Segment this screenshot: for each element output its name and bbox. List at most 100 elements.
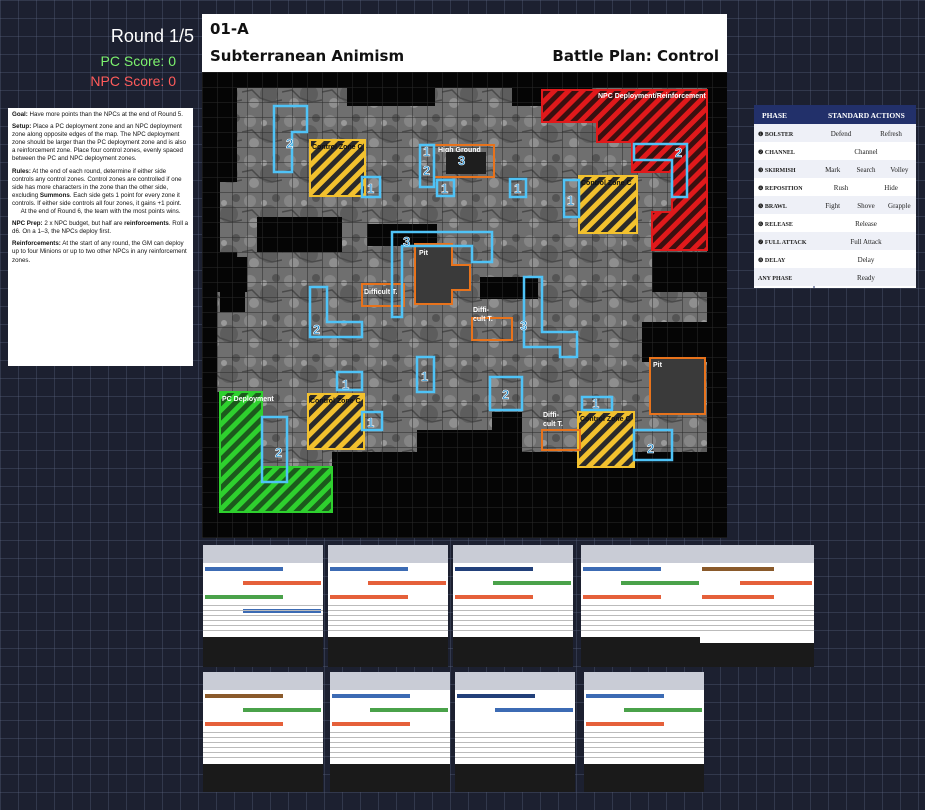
sheet-line bbox=[581, 625, 701, 626]
character-sheet-thumbnail[interactable] bbox=[330, 672, 450, 792]
height-label: 2 bbox=[502, 387, 509, 402]
control-zone-ne[interactable]: Control Zone C bbox=[578, 175, 638, 234]
standard-action: Volley bbox=[890, 166, 909, 174]
character-sheet-thumbnail[interactable] bbox=[203, 672, 323, 792]
npc-prep-label: NPC Prep: bbox=[12, 220, 43, 228]
sheet-line bbox=[584, 742, 704, 743]
rules-text-3: At the end of Round 6, the team with the… bbox=[20, 208, 181, 216]
sheet-section-band bbox=[495, 708, 573, 712]
sheet-line bbox=[455, 732, 575, 733]
standard-action: Rush bbox=[834, 184, 849, 192]
goal-label: Goal: bbox=[12, 111, 28, 118]
character-sheet-page bbox=[203, 672, 323, 764]
action-row bbox=[754, 196, 916, 214]
phase-name: ❷ CHANNEL bbox=[758, 149, 795, 156]
round-indicator: Round 1/5 bbox=[110, 26, 194, 46]
control-zone-label: Control Zone C bbox=[581, 180, 632, 187]
sheet-section-band bbox=[332, 694, 410, 698]
height-label: 1 bbox=[423, 144, 430, 159]
pit-label: Pit bbox=[653, 362, 663, 369]
sheet-section-band bbox=[330, 567, 408, 571]
control-zone-label: Control Zone C bbox=[312, 144, 363, 151]
pit-center[interactable]: Pit bbox=[414, 243, 471, 305]
sheet-section-band bbox=[368, 581, 446, 585]
character-sheet-thumbnail[interactable] bbox=[455, 672, 575, 792]
character-sheet-thumbnail[interactable] bbox=[453, 545, 573, 667]
height-label: 2 bbox=[647, 441, 654, 456]
control-zone-se[interactable]: Control Zone C bbox=[577, 411, 635, 468]
sheet-line bbox=[330, 732, 450, 733]
sheet-line bbox=[581, 610, 701, 611]
sheet-line bbox=[700, 620, 814, 621]
sheet-line bbox=[203, 625, 323, 626]
difficult-terrain-1[interactable]: Difficult T. bbox=[361, 283, 405, 307]
sheet-line bbox=[203, 630, 323, 631]
height-label: 3 bbox=[458, 153, 465, 168]
phase-name: ❶ BOLSTER bbox=[758, 131, 794, 138]
height-label: 1 bbox=[441, 181, 448, 196]
npc-prep-text: 2 x NPC budget, but half are bbox=[42, 220, 125, 228]
sheet-line bbox=[328, 620, 448, 621]
height-label: 1 bbox=[342, 377, 349, 392]
sheet-line bbox=[700, 605, 814, 606]
action-row bbox=[754, 232, 916, 250]
difficult-terrain-3[interactable]: Diffi- cult T. bbox=[541, 412, 581, 451]
sheet-line bbox=[453, 630, 573, 631]
height-label: 1 bbox=[421, 369, 428, 384]
sheet-line bbox=[453, 625, 573, 626]
sheet-header bbox=[330, 672, 450, 690]
npc-prep-text-2: . Roll a d6. On a 1–3, the NPCs deploy f… bbox=[12, 220, 189, 236]
standard-action: Release bbox=[855, 220, 877, 228]
control-zone-nw[interactable]: Control Zone C bbox=[309, 139, 366, 197]
control-zone-sw[interactable]: Control Zone C bbox=[307, 393, 365, 450]
height-label: 1 bbox=[367, 181, 374, 196]
sheet-section-band bbox=[586, 694, 664, 698]
map-header: 01-A Subterranean Animism Battle Plan: C… bbox=[202, 14, 727, 72]
sheet-header bbox=[700, 545, 814, 563]
character-sheet-page bbox=[455, 672, 575, 764]
sheet-section-band bbox=[621, 581, 699, 585]
height-label: 1 bbox=[367, 415, 374, 430]
standard-action: Ready bbox=[857, 274, 875, 282]
character-sheet-page bbox=[330, 672, 450, 764]
sheet-line bbox=[203, 747, 323, 748]
sheet-line bbox=[203, 757, 323, 758]
sheet-header bbox=[455, 672, 575, 690]
height-label: 2 bbox=[423, 163, 430, 178]
height-label: 1 bbox=[592, 396, 599, 411]
character-sheet-thumbnail[interactable] bbox=[581, 545, 701, 667]
character-sheet-thumbnail[interactable] bbox=[700, 545, 814, 667]
sheet-section-band bbox=[583, 567, 661, 571]
sheet-section-band bbox=[205, 567, 283, 571]
sheet-line bbox=[328, 610, 448, 611]
character-sheet-thumbnail[interactable] bbox=[203, 545, 323, 667]
height-label: 2 bbox=[275, 445, 282, 460]
sheet-header bbox=[328, 545, 448, 563]
difficult-terrain-2[interactable]: Diffi- cult T. bbox=[471, 307, 513, 341]
battle-map[interactable]: NPC Deployment/Reinforcement PC Deployme… bbox=[202, 72, 727, 538]
sheet-line bbox=[203, 737, 323, 738]
sheet-section-band bbox=[205, 694, 283, 698]
sheet-line bbox=[581, 605, 701, 606]
sheet-header bbox=[584, 672, 704, 690]
character-sheet-page bbox=[584, 672, 704, 764]
sheet-line bbox=[584, 752, 704, 753]
actions-column-header: STANDARD ACTIONS bbox=[828, 111, 905, 120]
sheet-line bbox=[203, 732, 323, 733]
sheet-line bbox=[203, 620, 323, 621]
sheet-line bbox=[203, 615, 323, 616]
sheet-line bbox=[453, 610, 573, 611]
character-sheet-thumbnail[interactable] bbox=[584, 672, 704, 792]
reinforcements-rule: Reinforcements: At the start of any roun… bbox=[12, 240, 189, 264]
sheet-section-band bbox=[455, 567, 533, 571]
action-row bbox=[754, 142, 916, 160]
character-sheet-thumbnail[interactable] bbox=[328, 545, 448, 667]
action-row bbox=[754, 124, 916, 142]
height-label: 2 bbox=[313, 322, 320, 337]
pc-deployment-zone[interactable]: PC Deployment bbox=[219, 391, 333, 513]
action-row bbox=[754, 250, 916, 268]
phase-column-header: PHASE bbox=[762, 111, 787, 120]
pit-east[interactable]: Pit bbox=[649, 357, 706, 415]
sheet-line bbox=[328, 615, 448, 616]
